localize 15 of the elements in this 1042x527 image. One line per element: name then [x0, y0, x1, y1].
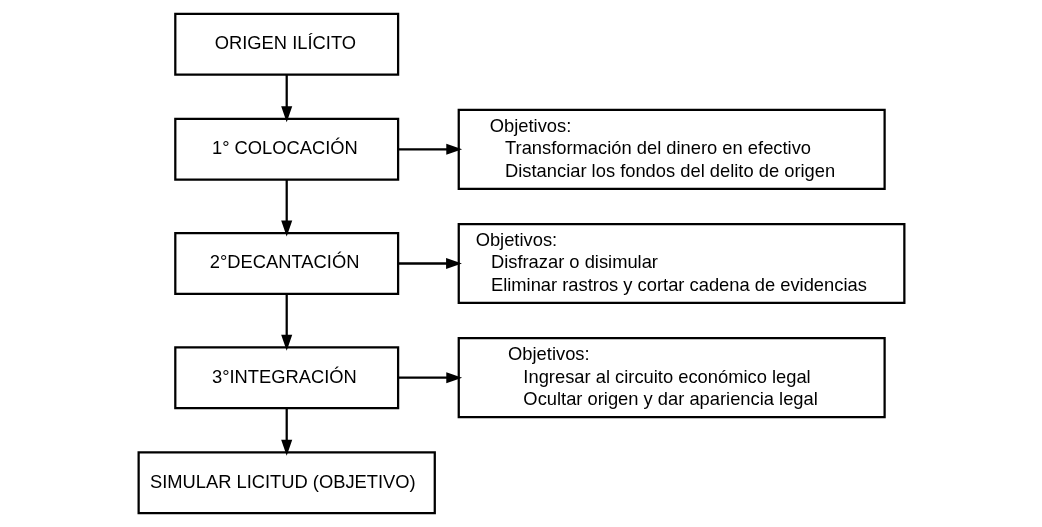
arrow: [280, 294, 292, 351]
arrow: [280, 179, 292, 237]
node-box: 1° COLOCACIÓN: [173, 117, 399, 181]
arrow: [397, 372, 462, 384]
node-box: Objetivos: Ingresar al circuito económico legal Ocultar origen y dar apariencia legal: [457, 337, 886, 419]
node-box: SIMULAR LICITUD (OBJETIVO): [137, 451, 436, 515]
arrow: [397, 257, 462, 270]
node-box: Objetivos: Transformación del dinero en efectivo Distanciar los fondos del delito de origen: [457, 108, 886, 190]
node-box: 3°INTEGRACIÓN: [173, 346, 399, 410]
arrow: [397, 143, 462, 155]
node-box: Objetivos: Disfrazar o disimular Eliminar rastros y cortar cadena de evidencias: [457, 222, 905, 305]
arrow: [280, 74, 292, 123]
arrow: [280, 408, 292, 456]
node-box: ORIGEN ILÍCITO: [173, 12, 399, 76]
node-box: 2°DECANTACIÓN: [173, 232, 399, 295]
